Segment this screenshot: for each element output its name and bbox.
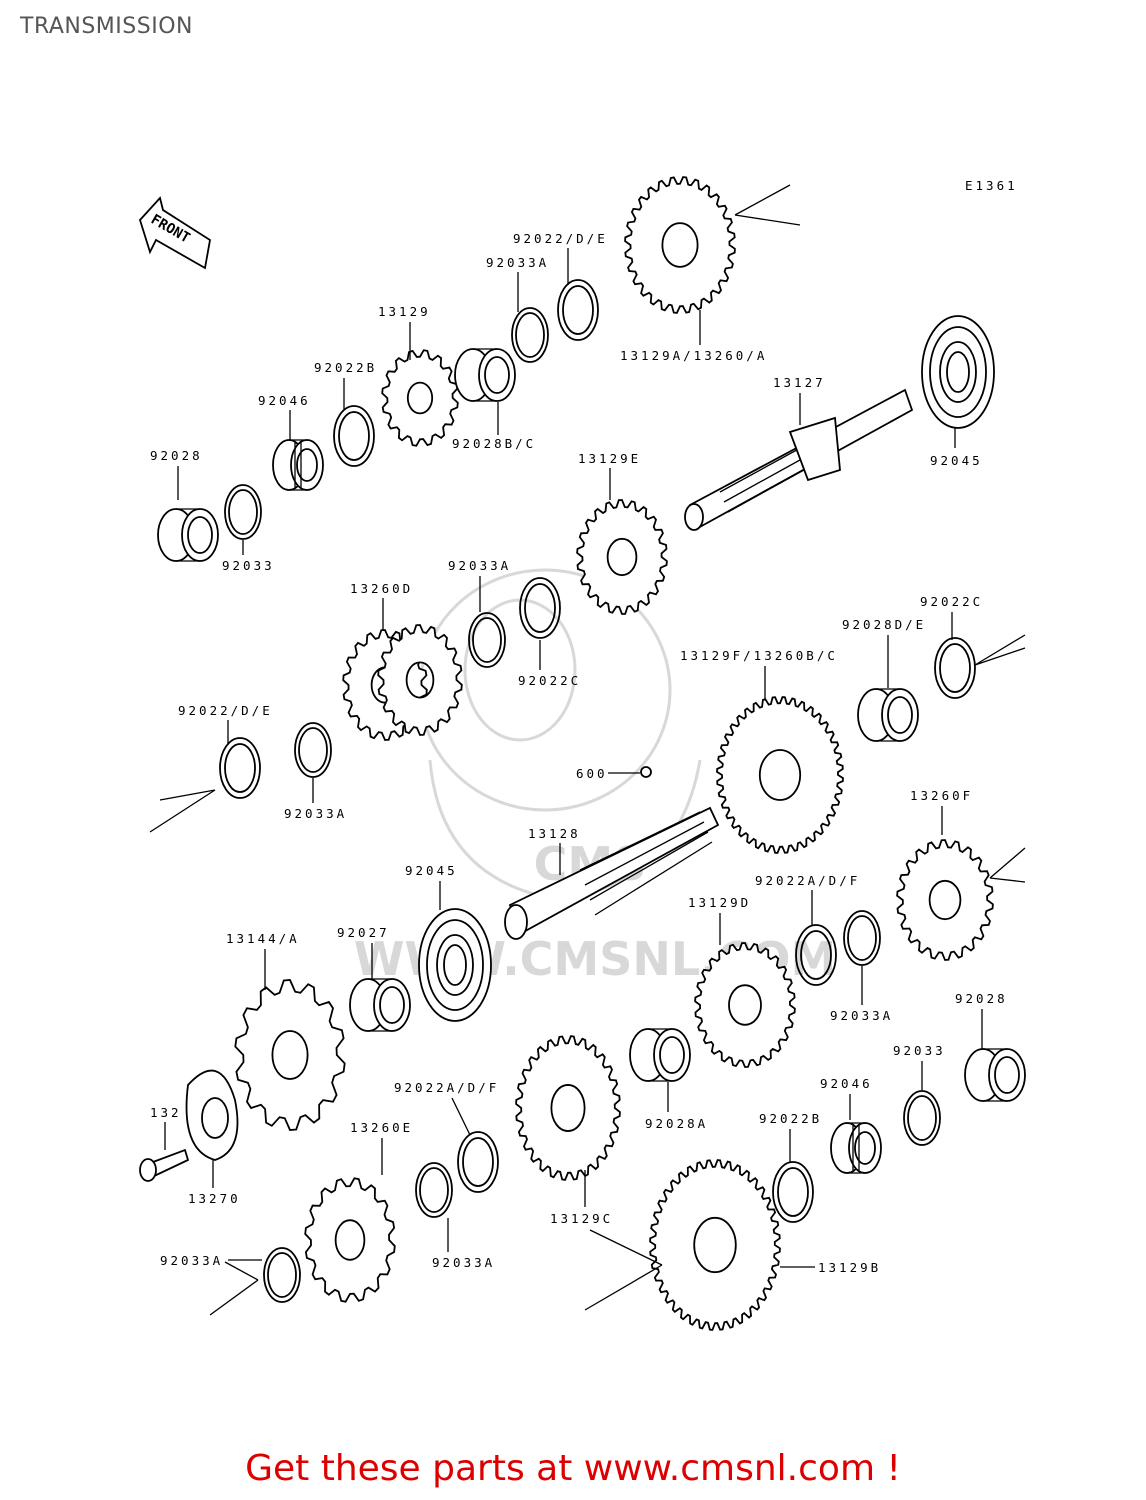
gear-13129d: [694, 942, 796, 1068]
shaft-13127: [684, 388, 914, 531]
circlip-92033a-right: [843, 910, 881, 966]
label-13129b: 13129B: [818, 1260, 881, 1275]
bearing-92045-top: [921, 315, 995, 429]
circlip-92033a-top: [511, 307, 549, 363]
label-92033-top: 92033: [222, 558, 275, 573]
circlip-92033a-mid: [468, 612, 506, 668]
page-title: TRANSMISSION: [20, 14, 193, 39]
label-92033a-bc: 92033A: [432, 1255, 495, 1270]
bushing-92028bc: [454, 348, 516, 402]
label-92022adf-right: 92022A/D/F: [755, 873, 860, 888]
promo-link[interactable]: Get these parts at www.cmsnl.com !: [245, 1448, 901, 1489]
label-92028de: 92028D/E: [842, 617, 926, 632]
washer-92022c-right: [934, 637, 976, 699]
washer-92022b-low: [772, 1161, 814, 1223]
bushing-92027: [349, 978, 411, 1032]
label-92033a-top: 92033A: [486, 255, 549, 270]
gear-13260e: [304, 1177, 396, 1303]
bushing-92028a: [629, 1028, 691, 1082]
label-92045-top: 92045: [930, 453, 983, 468]
label-92028-right: 92028: [955, 991, 1008, 1006]
front-arrow-icon: FRONT: [138, 196, 211, 270]
circlip-92033-right: [903, 1090, 941, 1146]
washer-92022b-top: [333, 405, 375, 467]
needle-bearing-92046-right: [830, 1122, 882, 1174]
gear-13129: [381, 349, 459, 447]
label-92046-top: 92046: [258, 393, 311, 408]
circlip-92033a-bl: [263, 1247, 301, 1303]
bearing-92045-mid: [418, 908, 492, 1022]
shaft-13128: [504, 766, 720, 940]
sprocket-13144: [234, 979, 346, 1131]
label-92022c-mid: 92022C: [518, 673, 581, 688]
label-13144: 13144/A: [226, 931, 300, 946]
label-92022c-right: 92022C: [920, 594, 983, 609]
label-92033a-mid: 92033A: [448, 558, 511, 573]
needle-bearing-92046-top: [272, 439, 324, 491]
label-13260d: 13260D: [350, 581, 413, 596]
label-13260e: 13260E: [350, 1120, 413, 1135]
label-13270: 13270: [188, 1191, 241, 1206]
gear-13129b: [649, 1159, 781, 1331]
label-13129e: 13129E: [578, 451, 641, 466]
circlip-92033-top: [224, 484, 262, 540]
gear-13260f: [896, 839, 994, 961]
label-92033a-left: 92033A: [284, 806, 347, 821]
label-13129a: 13129A/13260/A: [620, 348, 767, 363]
label-92033-right: 92033: [893, 1043, 946, 1058]
label-132: 132: [150, 1105, 182, 1120]
label-13128: 13128: [528, 826, 581, 841]
gear-13129e: [576, 499, 668, 615]
label-92027: 92027: [337, 925, 390, 940]
label-92045-mid: 92045: [405, 863, 458, 878]
washer-92022de-top: [557, 279, 599, 341]
washer-92022de-left: [219, 737, 261, 799]
label-13260f: 13260F: [910, 788, 973, 803]
label-13129: 13129: [378, 304, 431, 319]
label-92033a-bl: 92033A: [160, 1253, 223, 1268]
label-92028bc: 92028B/C: [452, 436, 536, 451]
gear-13129c: [515, 1035, 621, 1181]
circlip-92033a-bc: [415, 1162, 453, 1218]
gear-13129f: [716, 696, 844, 854]
label-92028a: 92028A: [645, 1116, 708, 1131]
bushing-92028-top: [157, 508, 219, 562]
washer-92022c-mid: [519, 577, 561, 639]
bolt-132: [139, 1148, 190, 1182]
label-92046-right: 92046: [820, 1076, 873, 1091]
label-92028-top: 92028: [150, 448, 203, 463]
plate-13270: [185, 1069, 239, 1161]
label-600: 600: [576, 766, 608, 781]
label-13129f: 13129F/13260B/C: [680, 648, 838, 663]
label-92022b-low: 92022B: [759, 1111, 822, 1126]
label-13127: 13127: [773, 375, 826, 390]
circlip-92033a-left: [294, 722, 332, 778]
label-92022b-top: 92022B: [314, 360, 377, 375]
label-13129d: 13129D: [688, 895, 751, 910]
label-13129c: 13129C: [550, 1211, 613, 1226]
bushing-92028-right: [964, 1048, 1026, 1102]
label-92022adf-low: 92022A/D/F: [394, 1080, 499, 1095]
gear-13260d: [342, 624, 463, 741]
gear-13129a: [624, 176, 736, 314]
figure-id: E1361: [965, 178, 1018, 193]
label-92033a-right: 92033A: [830, 1008, 893, 1023]
label-92022de-top: 92022/D/E: [513, 231, 608, 246]
bushing-92028de: [857, 688, 919, 742]
label-92022de-left: 92022/D/E: [178, 703, 273, 718]
washer-92022adf-low: [457, 1131, 499, 1193]
